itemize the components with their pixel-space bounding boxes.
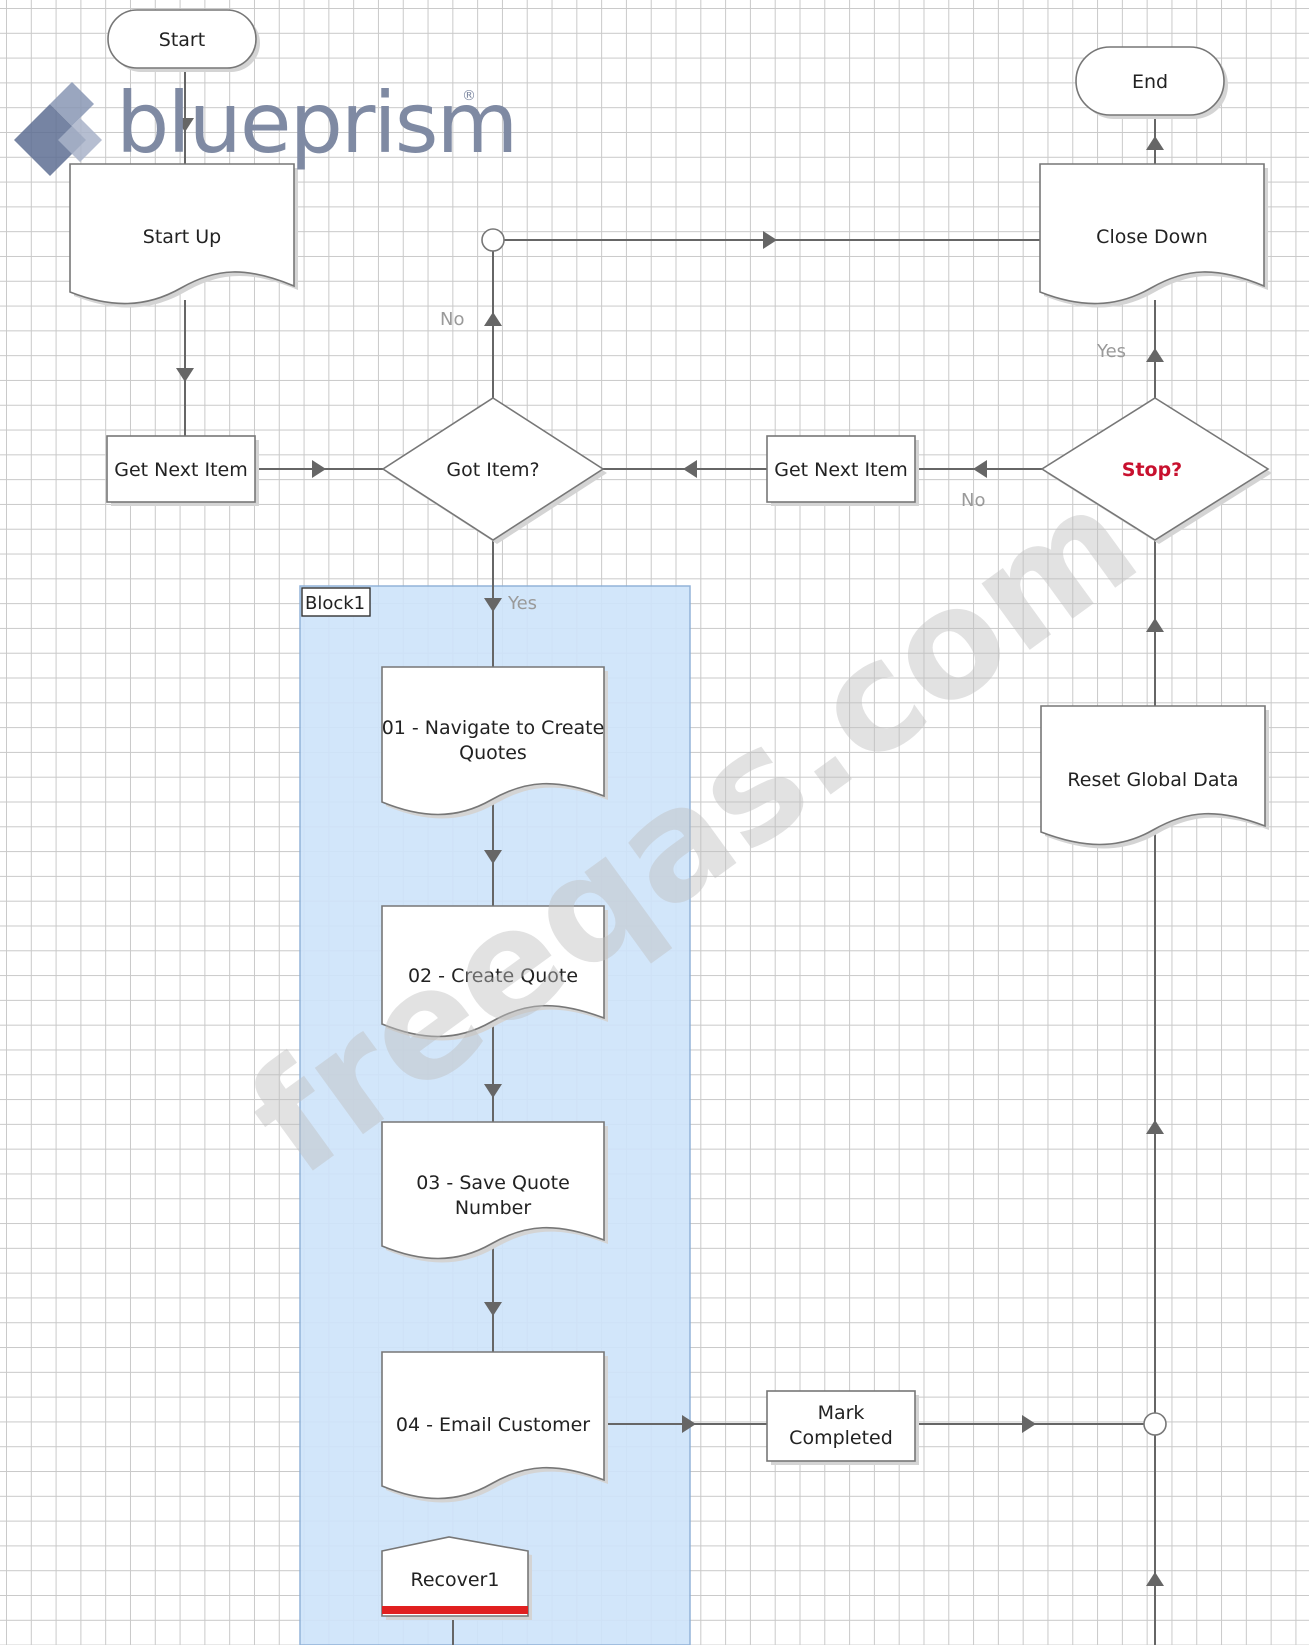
end-label: End	[1132, 71, 1168, 93]
stop-label: Stop?	[1122, 459, 1182, 481]
step-03-label-line1: 03 - Save Quote	[416, 1172, 570, 1194]
recover-label: Recover1	[411, 1569, 500, 1591]
got-item-no-label: No	[440, 309, 464, 330]
recover-bar	[382, 1606, 528, 1614]
step-01-label-line1: 01 - Navigate to Create	[382, 717, 605, 739]
logo-text: blueprism	[116, 74, 516, 172]
start-label: Start	[159, 29, 205, 51]
step-01-label-line2: Quotes	[459, 742, 527, 764]
logo-registered-mark: ®	[462, 88, 476, 104]
blueprism-logo: blueprism ®	[14, 74, 518, 176]
mark-completed-node[interactable]: Mark Completed	[766, 1390, 919, 1465]
step-04-node[interactable]: 04 - Email Customer	[381, 1351, 608, 1503]
get-next-item-left-label: Get Next Item	[114, 459, 247, 481]
close-down-node[interactable]: Close Down	[1039, 163, 1268, 308]
step-01-node[interactable]: 01 - Navigate to Create Quotes	[381, 666, 608, 819]
block-title: Block1	[305, 593, 365, 614]
step-04-label: 04 - Email Customer	[396, 1414, 590, 1436]
step-03-node[interactable]: 03 - Save Quote Number	[381, 1121, 608, 1263]
stop-yes-label: Yes	[1096, 341, 1126, 362]
step-03-label-line2: Number	[455, 1197, 532, 1219]
close-down-label: Close Down	[1096, 226, 1208, 248]
got-item-yes-label: Yes	[507, 593, 537, 614]
step-02-label: 02 - Create Quote	[408, 965, 578, 987]
arrowheads	[176, 118, 1164, 1586]
get-next-item-left-node[interactable]: Get Next Item	[106, 435, 259, 506]
start-up-node[interactable]: Start Up	[69, 163, 298, 308]
mark-completed-label-line1: Mark	[818, 1402, 865, 1424]
stop-no-label: No	[961, 490, 985, 511]
mark-completed-label-line2: Completed	[789, 1427, 893, 1449]
recover-node[interactable]: Recover1	[381, 1536, 532, 1620]
reset-global-data-label: Reset Global Data	[1067, 769, 1238, 791]
anchor-bottom-right[interactable]	[1143, 1412, 1167, 1436]
end-node[interactable]: End	[1075, 46, 1228, 119]
stop-decision[interactable]: Stop?	[1040, 397, 1272, 544]
start-node[interactable]: Start	[107, 9, 260, 72]
get-next-item-right-node[interactable]: Get Next Item	[766, 435, 919, 506]
got-item-label: Got Item?	[446, 459, 539, 481]
anchor-top[interactable]	[481, 228, 505, 252]
get-next-item-right-label: Get Next Item	[774, 459, 907, 481]
got-item-decision[interactable]: Got Item?	[381, 397, 607, 544]
reset-global-data-node[interactable]: Reset Global Data	[1040, 705, 1269, 849]
step-02-node[interactable]: 02 - Create Quote	[381, 905, 608, 1041]
start-up-label: Start Up	[143, 226, 221, 248]
